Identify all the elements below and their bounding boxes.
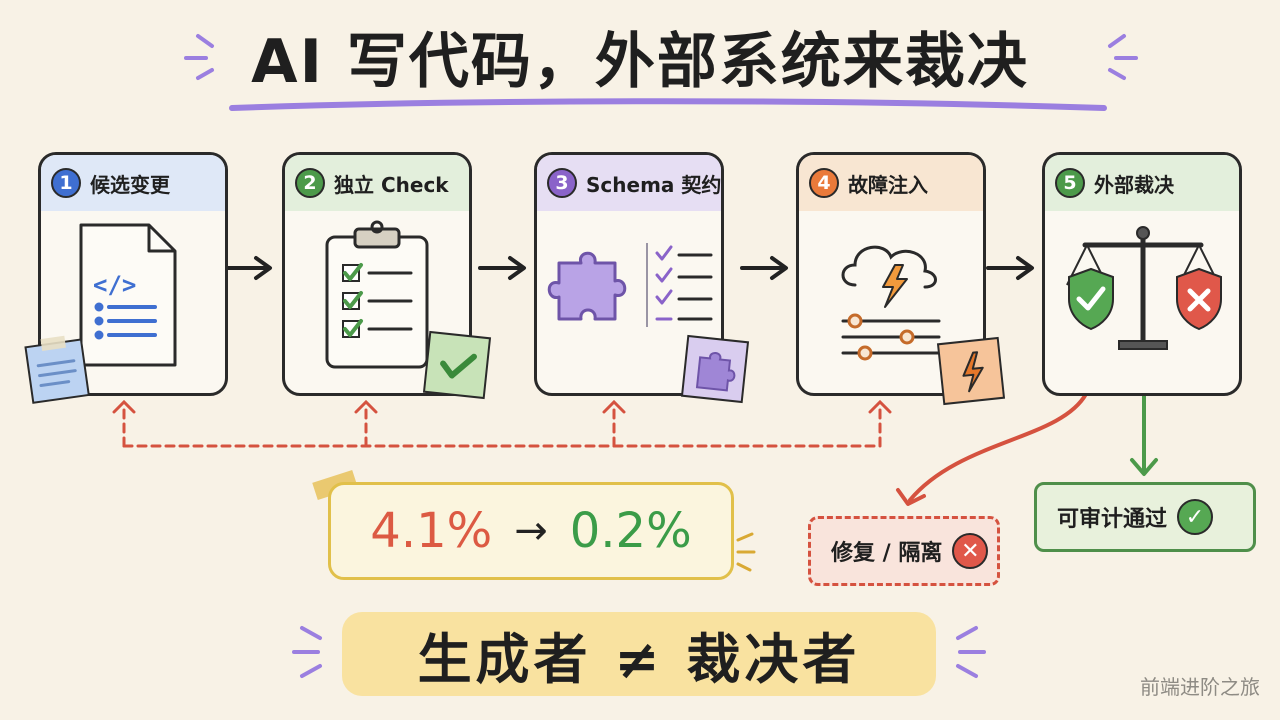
title-underline: [229, 98, 1107, 111]
clipboard-checklist-icon: [325, 220, 429, 369]
step-header: 5 外部裁决: [1045, 155, 1239, 211]
title-sparkles-left: [184, 34, 214, 80]
svg-text:</>: </>: [93, 271, 136, 299]
step-number-badge: 3: [547, 168, 577, 198]
outcome-fail-label: 修复 / 隔离: [831, 541, 943, 566]
storm-sliders-icon: [841, 245, 941, 361]
check-circle-icon: ✓: [1177, 499, 1214, 535]
step-label: Schema 契约: [586, 172, 722, 197]
check-sticker-icon: [422, 330, 492, 400]
feedback-arrowheads: [112, 399, 892, 414]
puzzle-sticker-icon: [680, 334, 750, 404]
step-number-badge: 5: [1055, 168, 1085, 198]
code-file-icon: </>: [79, 223, 177, 367]
metric-sparkle: [736, 532, 756, 572]
flow-arrows: [224, 256, 1034, 280]
step-schema-contract: 3 Schema 契约: [534, 152, 750, 404]
title-sparkles-right: [1108, 34, 1138, 80]
step-candidate-change: 1 候选变更 </>: [24, 152, 228, 404]
fail-arrow: [908, 392, 1088, 502]
lightning-sticker-icon: [936, 336, 1006, 406]
metric-after: 0.2%: [569, 503, 692, 559]
step-external-verdict: 5 外部裁决: [1042, 152, 1242, 396]
step-label: 独立 Check: [334, 172, 449, 197]
step-header: 1 候选变更: [41, 155, 225, 211]
step-label: 故障注入: [848, 172, 928, 197]
step-header: 2 独立 Check: [285, 155, 469, 211]
puzzle-checklist-icon: [547, 243, 713, 327]
motto-sparkles-left: [292, 626, 322, 678]
step-label: 外部裁决: [1094, 172, 1174, 197]
step-number-badge: 4: [809, 168, 839, 198]
balance-scale-icon: [1066, 226, 1222, 350]
metric-arrow: →: [514, 508, 548, 554]
step-fault-injection: 4 故障注入: [796, 152, 1006, 406]
step-number-badge: 2: [295, 168, 325, 198]
motto-sparkles-right: [956, 626, 986, 678]
feedback-loop: [122, 402, 882, 448]
error-rate-metric: 4.1% → 0.2%: [328, 482, 734, 580]
watermark: 前端进阶之旅: [1140, 675, 1260, 699]
motto-banner: 生成者 ≠ 裁决者: [342, 612, 936, 696]
step-header: 3 Schema 契约: [537, 155, 721, 211]
page-title: AI 写代码，外部系统来裁决: [251, 27, 1029, 97]
outcome-fix-isolate: 修复 / 隔离 ✕: [808, 516, 1000, 586]
sticky-note-icon: [24, 335, 90, 404]
step-number-badge: 1: [51, 168, 81, 198]
step-independent-check: 2 独立 Check: [282, 152, 492, 400]
cross-circle-icon: ✕: [952, 533, 989, 569]
outcome-pass-label: 可审计通过: [1057, 507, 1168, 532]
metric-before: 4.1%: [370, 503, 493, 559]
step-label: 候选变更: [90, 172, 170, 197]
outcome-auditable-pass: 可审计通过 ✓: [1034, 482, 1256, 552]
step-header: 4 故障注入: [799, 155, 983, 211]
